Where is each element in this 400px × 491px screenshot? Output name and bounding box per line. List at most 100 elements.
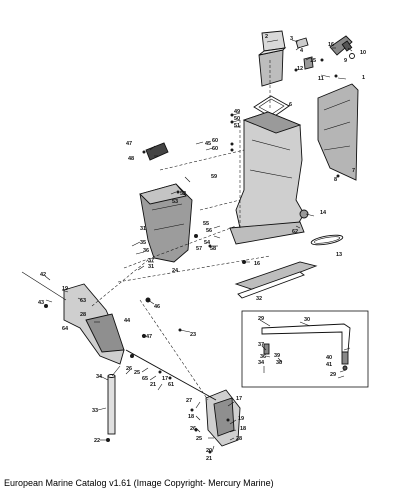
callout-13: 13 (336, 252, 342, 258)
tilt-tube (107, 375, 116, 435)
anti-ventilation-plate (234, 261, 318, 291)
callout-16: 16 (328, 42, 334, 48)
callout-40: 40 (326, 355, 332, 361)
callout-47: 47 (126, 141, 132, 147)
callout-29b: 29 (330, 372, 336, 378)
callout-34: 34 (258, 360, 265, 366)
clamp-bracket-left (63, 283, 125, 365)
image-caption: European Marine Catalog v1.61 (Image Cop… (4, 478, 274, 488)
callout-58: 58 (210, 246, 216, 252)
seal-ring-part (310, 234, 344, 246)
exhaust-cover-part (317, 83, 359, 181)
callout-57: 57 (196, 246, 202, 252)
callout-56: 56 (206, 228, 212, 234)
callout-25b: 25 (196, 436, 202, 442)
callout-34b: 34 (96, 374, 103, 380)
callout-17b: 17 (236, 396, 242, 402)
grommet-part (299, 209, 309, 219)
callout-52: 52 (180, 191, 186, 197)
callout-25: 25 (134, 370, 140, 376)
callout-45: 45 (205, 141, 211, 147)
driveshaft-housing (229, 111, 305, 245)
long-bolt-part (21, 271, 67, 301)
callout-14: 14 (320, 210, 327, 216)
assembly-guide-lines (91, 60, 271, 401)
callout-6: 6 (289, 102, 292, 108)
callout-19: 19 (62, 286, 68, 292)
callout-53: 53 (172, 199, 178, 205)
callout-36: 36 (143, 248, 149, 254)
callout-60b: 60 (212, 146, 218, 152)
callout-8: 8 (334, 177, 337, 183)
callout-32: 32 (256, 296, 262, 302)
tilt-shaft-part (125, 349, 217, 401)
callout-26: 26 (126, 366, 132, 372)
callout-21: 21 (150, 382, 156, 388)
callout-12: 12 (297, 66, 303, 72)
callout-28b: 28 (236, 436, 242, 442)
callout-39: 39 (274, 353, 280, 359)
callout-65: 65 (142, 376, 148, 382)
callout-31b: 31 (140, 226, 146, 232)
callout-37b: 37 (258, 342, 264, 348)
callout-19b: 19 (238, 416, 244, 422)
callout-1: 1 (362, 75, 365, 81)
clamp-bracket-right (205, 389, 241, 447)
callout-27: 27 (186, 398, 192, 404)
intake-tube-part (258, 30, 287, 87)
leader-lines (44, 39, 353, 453)
callout-51: 51 (234, 123, 240, 129)
callout-20: 20 (206, 448, 212, 454)
fitting-part (295, 37, 314, 70)
callout-18: 18 (188, 414, 194, 420)
callout-16b: 16 (254, 261, 260, 267)
callout-29: 29 (258, 316, 264, 322)
callout-11: 11 (318, 76, 324, 82)
callout-41: 41 (326, 362, 332, 368)
callout-50: 50 (234, 116, 240, 122)
callout-54: 54 (204, 240, 211, 246)
callout-23: 23 (190, 332, 196, 338)
callout-2: 2 (265, 34, 268, 40)
fastener-marks (44, 58, 340, 454)
callout-59: 59 (211, 174, 217, 180)
swivel-bracket (139, 183, 193, 263)
callout-9: 9 (344, 58, 347, 64)
callout-46: 46 (154, 304, 160, 310)
callout-38: 38 (276, 360, 282, 366)
callout-63: 63 (80, 298, 86, 304)
callout-37: 37 (148, 258, 154, 264)
callout-33: 33 (92, 408, 98, 414)
callout-44: 44 (124, 318, 131, 324)
callout-31: 31 (148, 264, 154, 270)
callout-61: 61 (168, 382, 174, 388)
callout-42: 42 (40, 272, 46, 278)
callout-49: 49 (234, 109, 240, 115)
trim-pad-part (145, 142, 169, 161)
callout-47b: 47 (146, 334, 152, 340)
callout-43: 43 (38, 300, 44, 306)
callout-26b: 26 (190, 426, 196, 432)
callout-21b: 21 (206, 456, 212, 462)
callout-30: 30 (304, 317, 310, 323)
callout-24: 24 (172, 268, 179, 274)
callout-55: 55 (203, 221, 209, 227)
callout-28: 28 (80, 312, 86, 318)
callout-48: 48 (128, 156, 134, 162)
callout-4: 4 (300, 48, 304, 54)
callout-36b: 36 (260, 354, 266, 360)
callout-15: 15 (310, 58, 316, 64)
callout-18b: 18 (240, 426, 246, 432)
water-pump-part (329, 35, 355, 59)
callout-64: 64 (62, 326, 69, 332)
callout-3: 3 (290, 36, 293, 42)
callout-17: 17 (162, 376, 168, 382)
callout-35: 35 (140, 240, 146, 246)
exploded-parts-diagram: 2 3 4 12 15 16 10 9 11 1 6 7 8 49 50 51 … (21, 30, 369, 462)
callout-labels: 2 3 4 12 15 16 10 9 11 1 6 7 8 49 50 51 … (38, 34, 366, 462)
callout-10: 10 (360, 50, 366, 56)
callout-7: 7 (352, 168, 355, 174)
callout-60: 60 (212, 138, 218, 144)
callout-62: 62 (292, 229, 298, 235)
